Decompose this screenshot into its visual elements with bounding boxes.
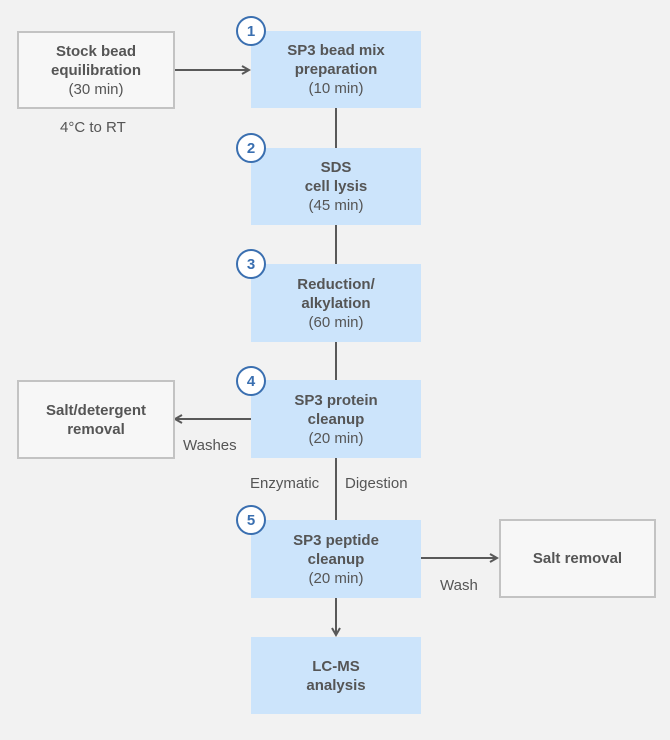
salt-detergent-removal-box: Salt/detergent removal	[17, 380, 175, 459]
step-1-badge: 1	[236, 16, 266, 46]
step-3-title-line-1: Reduction/	[297, 275, 375, 293]
step-4-box: SP3 protein cleanup (20 min)	[251, 380, 421, 458]
step-2-title-line-2: cell lysis	[304, 178, 368, 195]
equilibration-title-line-2: equilibration	[51, 61, 141, 79]
step-2-box: SDS cell lysis (45 min)	[251, 148, 421, 225]
step-5-badge: 5	[236, 505, 266, 535]
salt-detergent-title-line-2: removal	[67, 420, 125, 438]
step-3-title-line-2: alkylation	[301, 294, 371, 312]
temperature-label: 4°C to RT	[60, 119, 126, 136]
digestion-label: Digestion	[345, 475, 408, 492]
step-5-box: SP3 peptide cleanup (20 min)	[251, 520, 421, 598]
step-2-title-line-1: SDS	[320, 159, 352, 176]
washes-label: Washes	[183, 437, 237, 454]
step-3-duration: (60 min)	[308, 313, 364, 331]
step-4-title-line-1: SP3 protein	[294, 391, 378, 409]
enzymatic-label: Enzymatic	[250, 475, 320, 492]
stock-bead-equilibration-box: Stock bead equilibration (30 min)	[17, 31, 175, 109]
step-1-box: SP3 bead mix preparation (10 min)	[251, 31, 421, 108]
step-4-badge: 4	[236, 366, 266, 396]
step-4-duration: (20 min)	[308, 429, 364, 447]
equilibration-title-line-1: Stock bead	[55, 42, 137, 60]
step-1-title-line-2: preparation	[294, 61, 378, 78]
step-3-badge: 3	[236, 249, 266, 279]
wash-label: Wash	[440, 577, 478, 594]
step-1-title-line-1: SP3 bead mix	[287, 42, 385, 59]
step-3-box: Reduction/ alkylation (60 min)	[251, 264, 421, 342]
lc-ms-analysis-box: LC-MS analysis	[251, 637, 421, 714]
step-1-duration: (10 min)	[308, 80, 364, 97]
lc-ms-title-line-2: analysis	[306, 676, 366, 694]
equilibration-duration: (30 min)	[68, 80, 124, 98]
step-5-title-line-2: cleanup	[307, 550, 365, 568]
step-2-badge: 2	[236, 133, 266, 163]
salt-removal-box: Salt removal	[499, 519, 656, 598]
step-4-title-line-2: cleanup	[307, 410, 365, 428]
salt-removal-title: Salt removal	[532, 550, 623, 567]
step-5-duration: (20 min)	[308, 569, 364, 587]
step-5-title-line-1: SP3 peptide	[293, 531, 379, 549]
lc-ms-title-line-1: LC-MS	[312, 657, 360, 675]
step-2-duration: (45 min)	[308, 197, 364, 214]
salt-detergent-title-line-1: Salt/detergent	[45, 401, 147, 419]
